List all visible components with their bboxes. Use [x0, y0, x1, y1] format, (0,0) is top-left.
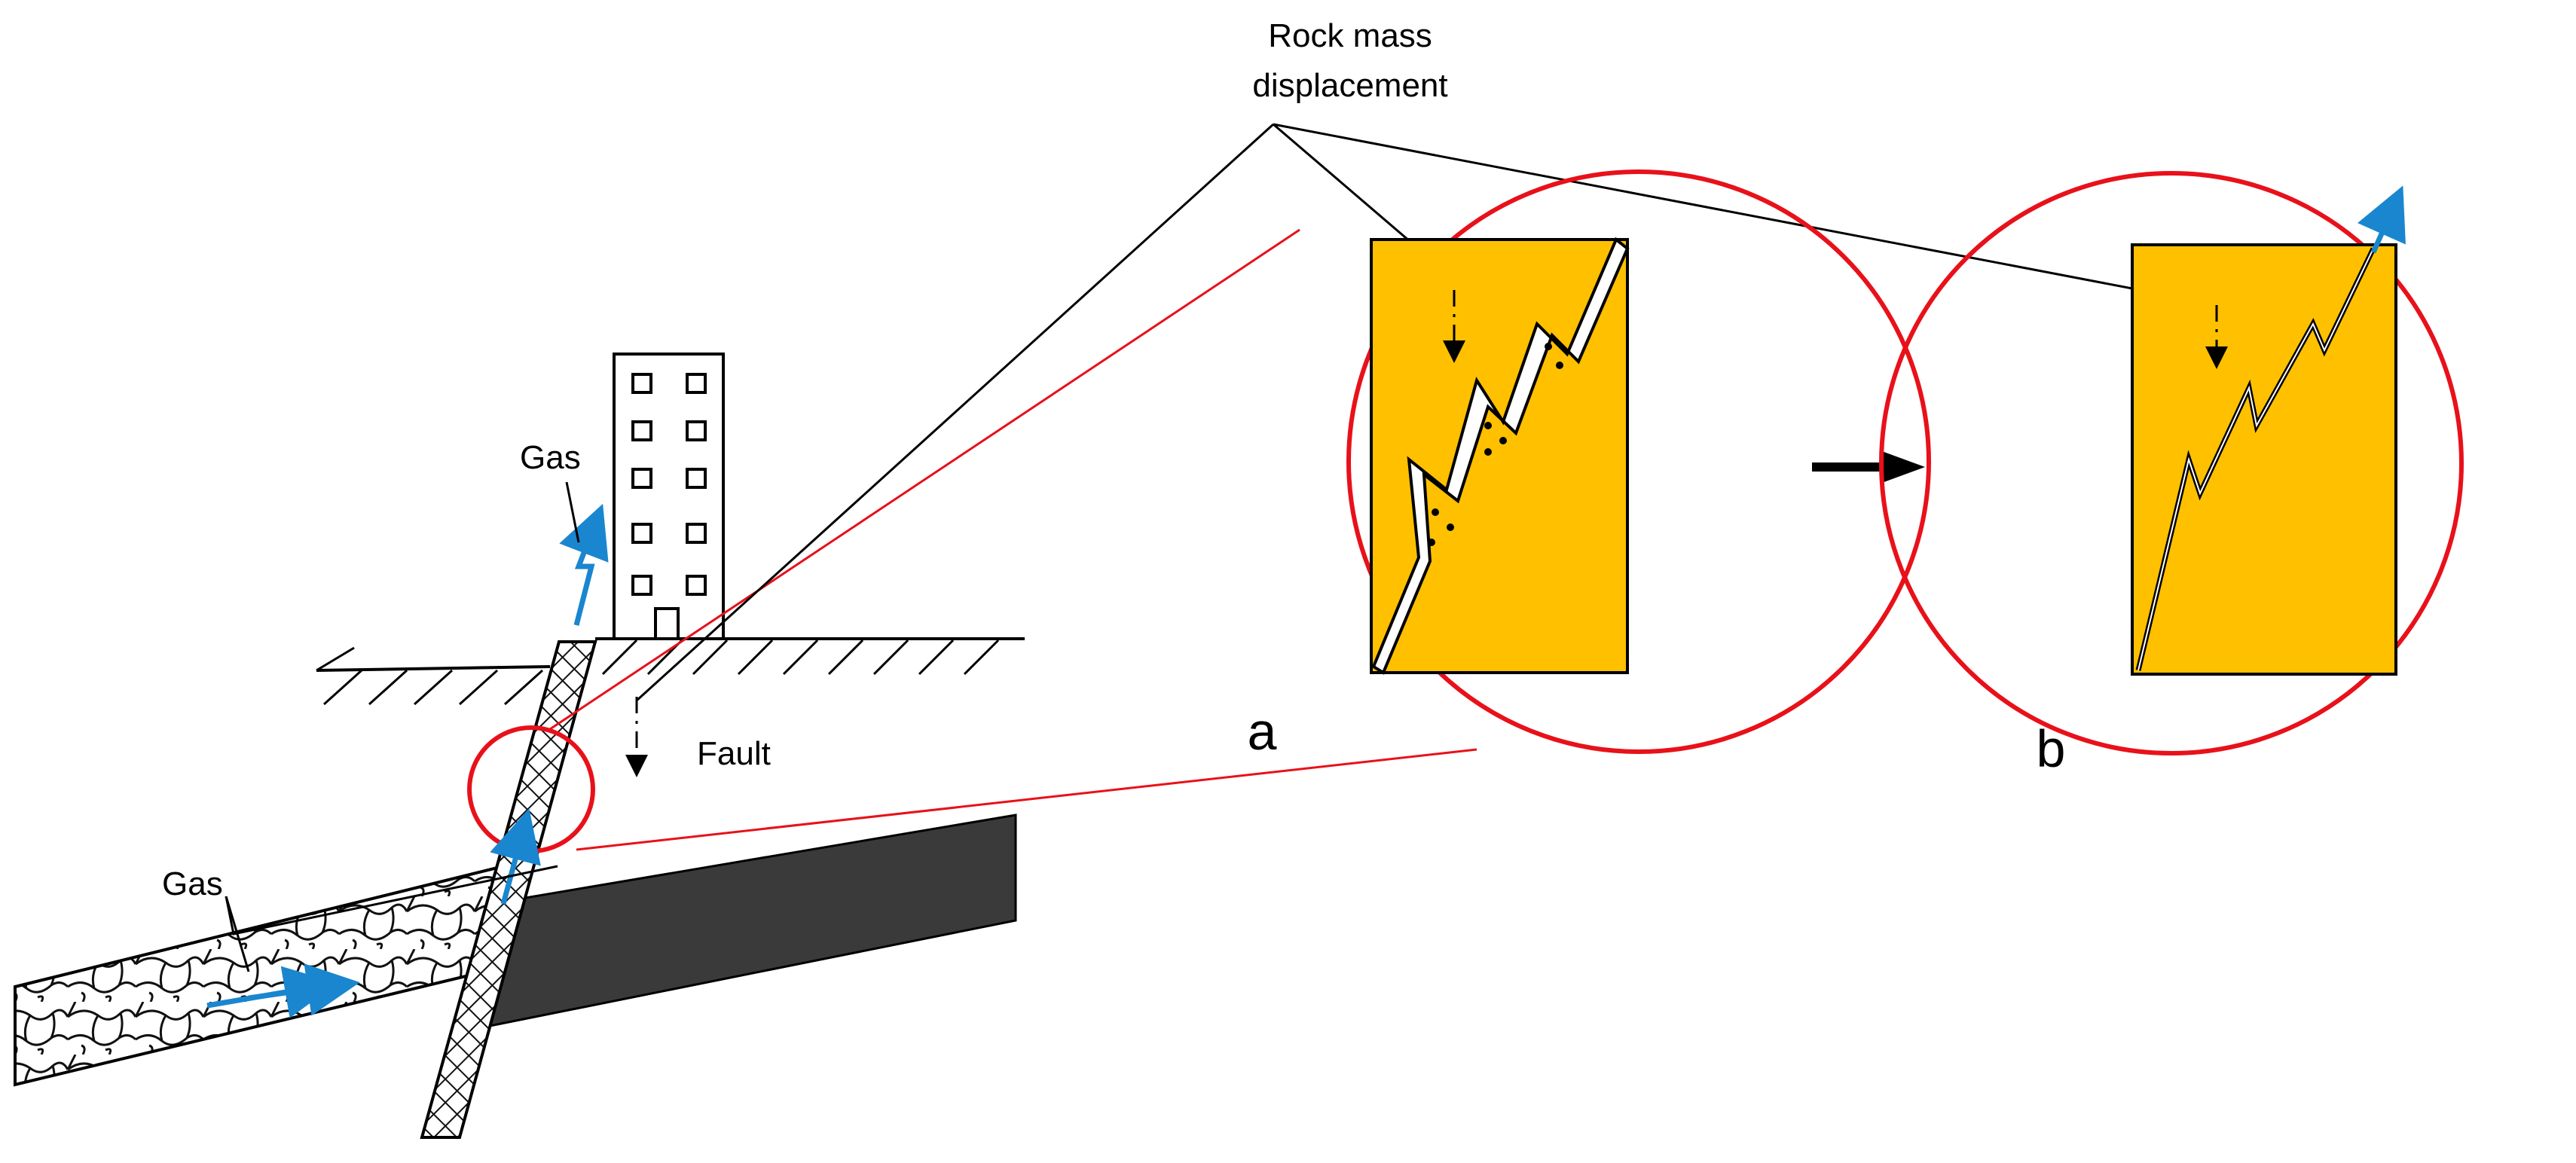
panel-a	[1346, 169, 1931, 754]
gas-label-top: Gas	[520, 439, 581, 476]
panel-b-label: b	[2037, 719, 2066, 778]
zoom-lines	[549, 228, 1477, 851]
panel-a-fracture	[1371, 237, 1630, 675]
panel-b	[1879, 171, 2464, 755]
fault-label: Fault	[697, 735, 771, 772]
panel-b-circle	[1879, 171, 2464, 755]
transition-arrow	[1812, 450, 1925, 484]
rock-mass-label-line2: displacement	[1252, 67, 1447, 104]
panel-a-circle	[1346, 169, 1931, 754]
panel-a-label: a	[1248, 702, 1277, 761]
gas-label-bottom: Gas	[162, 865, 223, 902]
gas-flow-arrows	[206, 503, 609, 1018]
panel-b-rock-block	[2131, 243, 2397, 676]
coal-seam-fractured	[14, 864, 505, 1087]
rock-mass-label-line1: Rock mass	[1268, 17, 1432, 54]
building	[613, 353, 725, 640]
coal-seam-displaced	[488, 813, 1017, 1027]
